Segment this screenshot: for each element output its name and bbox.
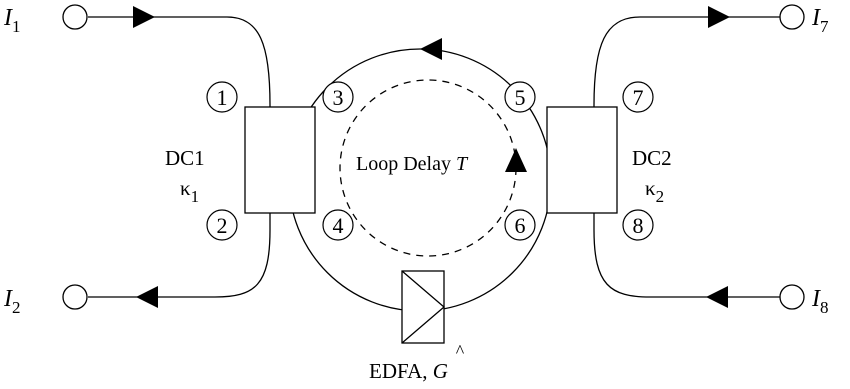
- edfa-amplifier-icon: [401, 270, 445, 344]
- port-7-circle: [622, 81, 654, 113]
- port-1-circle: [206, 81, 238, 113]
- port-1-label: 1: [217, 85, 228, 110]
- port-i7-circle: [779, 4, 805, 30]
- port-8-label: 8: [633, 213, 644, 238]
- port-6-circle: [504, 209, 536, 241]
- coupler-dc2-box: [546, 106, 618, 214]
- port-i1-circle: [62, 4, 88, 30]
- input-i1-label: I1: [3, 5, 21, 36]
- right-fiber-path: [593, 16, 780, 298]
- loop-delay-label: Loop Delay T: [356, 153, 469, 175]
- loop-direction-arrow-icon: [420, 38, 442, 60]
- port-8-circle: [622, 209, 654, 241]
- port-4-label: 4: [333, 213, 344, 238]
- port-4-circle: [322, 209, 354, 241]
- port-2-label: 2: [217, 213, 228, 238]
- arrow-right-icon: [708, 6, 730, 28]
- port-5-label: 5: [515, 85, 526, 110]
- port-2-circle: [206, 209, 238, 241]
- edfa-gain-hat: ^: [456, 341, 465, 361]
- output-i7-label: I7: [811, 5, 829, 36]
- arrow-right-icon: [133, 6, 155, 28]
- output-i2-label: I2: [3, 286, 21, 317]
- left-fiber-path: [88, 16, 271, 298]
- coupler-dc2-kappa: κ2: [645, 176, 664, 206]
- port-6-label: 6: [515, 213, 526, 238]
- arrow-left-icon: [706, 286, 728, 308]
- coupler-dc1-label: DC1: [165, 146, 205, 170]
- loop-delay-arrow-icon: [505, 148, 527, 172]
- port-i2-circle: [62, 284, 88, 310]
- port-7-label: 7: [633, 85, 644, 110]
- input-i8-label: I8: [811, 286, 829, 317]
- edfa-amplifier-box: [401, 270, 445, 344]
- coupler-dc2-label: DC2: [632, 146, 672, 170]
- port-i8-circle: [779, 284, 805, 310]
- edfa-label: EDFA, G: [369, 359, 448, 383]
- coupler-dc1-box: [244, 106, 316, 214]
- coupler-dc1-kappa: κ1: [180, 176, 199, 206]
- port-3-circle: [322, 81, 354, 113]
- arrow-left-icon: [136, 286, 158, 308]
- port-3-label: 3: [333, 85, 344, 110]
- port-5-circle: [504, 81, 536, 113]
